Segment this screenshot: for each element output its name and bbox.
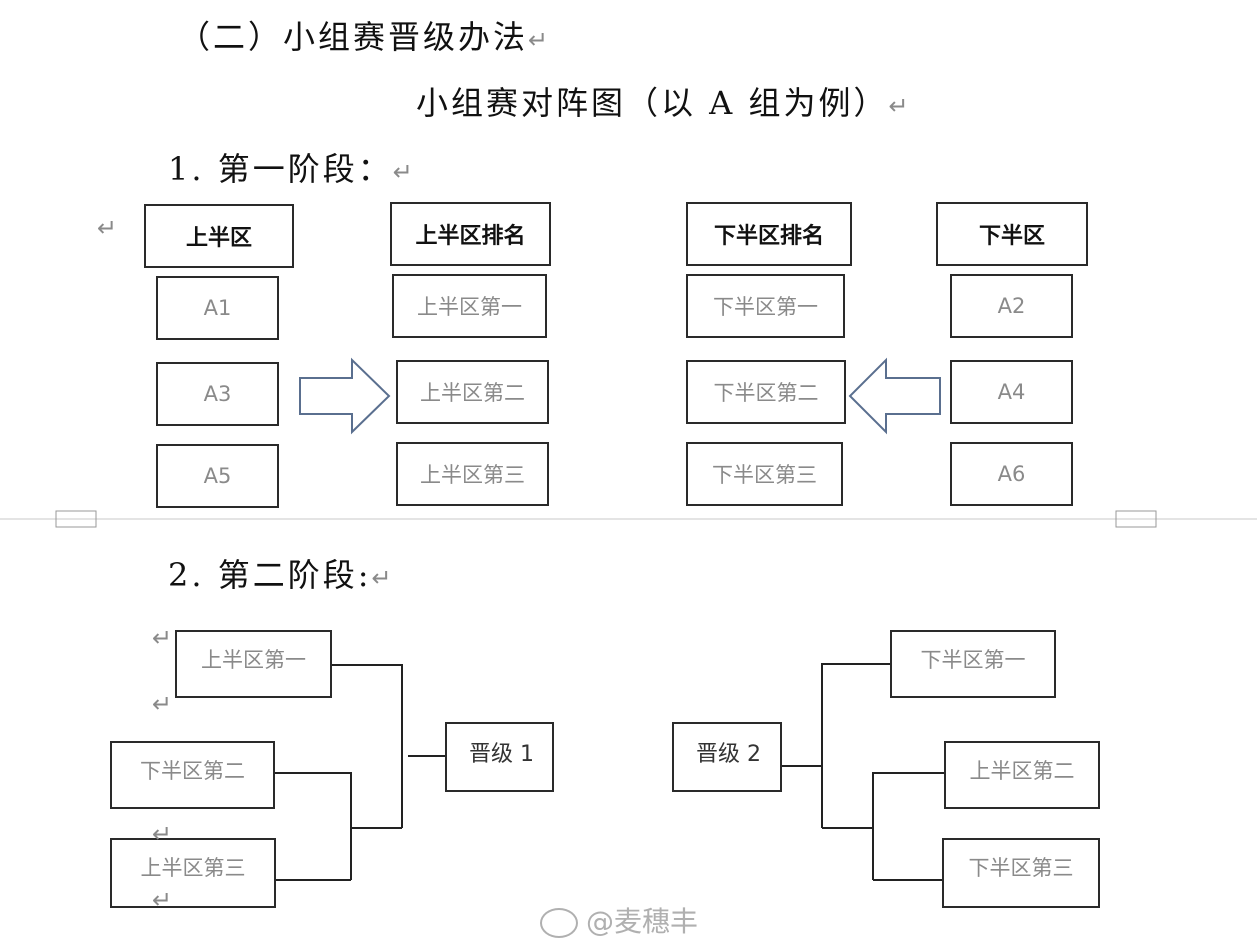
- margin-marker-left: [55, 510, 97, 528]
- paragraph-mark-icon: ↵: [392, 158, 416, 186]
- diagram-title: 小组赛对阵图（以 A 组为例）↵: [416, 84, 912, 122]
- right-bracket-seed-2: 上半区第二: [944, 741, 1100, 809]
- paragraph-mark-icon: ↵: [528, 26, 552, 54]
- paragraph-mark-icon: ↵: [152, 886, 173, 914]
- lower-half-header: 下半区: [936, 202, 1088, 266]
- right-bracket-seed-3: 下半区第三: [942, 838, 1100, 908]
- lower-rank-2: 下半区第二: [686, 360, 846, 424]
- upper-half-header: 上半区: [144, 204, 294, 268]
- team-box-a3: A3: [156, 362, 279, 426]
- team-box-a2: A2: [950, 274, 1073, 338]
- left-line-seed1: [332, 664, 403, 828]
- paragraph-mark-icon: ↵: [888, 92, 912, 120]
- lower-rank-3: 下半区第三: [686, 442, 843, 506]
- team-box-a6: A6: [950, 442, 1073, 506]
- upper-rank-3: 上半区第三: [396, 442, 549, 506]
- upper-rank-header: 上半区排名: [390, 202, 551, 266]
- left-arrow-icon: [848, 357, 941, 435]
- advance-2-box: 晋级 2: [672, 722, 782, 792]
- section-title: （二）小组赛晋级办法↵: [178, 18, 552, 56]
- paragraph-mark-icon: ↵: [152, 820, 173, 848]
- right-bracket-seed-1: 下半区第一: [890, 630, 1056, 698]
- paragraph-mark-icon: ↵: [97, 214, 118, 242]
- lower-rank-header: 下半区排名: [686, 202, 852, 266]
- left-line-seed2: [275, 772, 352, 880]
- right-arrow-icon: [299, 357, 391, 435]
- advance-1-box: 晋级 1: [445, 722, 554, 792]
- paragraph-mark-icon: ↵: [152, 690, 173, 718]
- weibo-logo-icon: [540, 908, 578, 938]
- upper-rank-2: 上半区第二: [396, 360, 549, 424]
- left-bracket-seed-2: 下半区第二: [110, 741, 275, 809]
- left-bracket-seed-1: 上半区第一: [175, 630, 332, 698]
- lower-rank-1: 下半区第一: [686, 274, 845, 338]
- team-box-a1: A1: [156, 276, 279, 340]
- left-bracket-seed-3: 上半区第三: [110, 838, 276, 908]
- right-line-seed2: [872, 772, 944, 880]
- watermark: @麦穗丰: [540, 900, 698, 940]
- paragraph-mark-icon: ↵: [152, 624, 173, 652]
- team-box-a4: A4: [950, 360, 1073, 424]
- stage1-label: 1. 第一阶段：↵: [168, 150, 416, 188]
- right-line-seed1: [821, 663, 890, 828]
- paragraph-mark-icon: ↵: [371, 564, 395, 592]
- margin-marker-right: [1115, 510, 1157, 528]
- upper-rank-1: 上半区第一: [392, 274, 547, 338]
- stage2-label: 2. 第二阶段:↵: [168, 556, 395, 594]
- team-box-a5: A5: [156, 444, 279, 508]
